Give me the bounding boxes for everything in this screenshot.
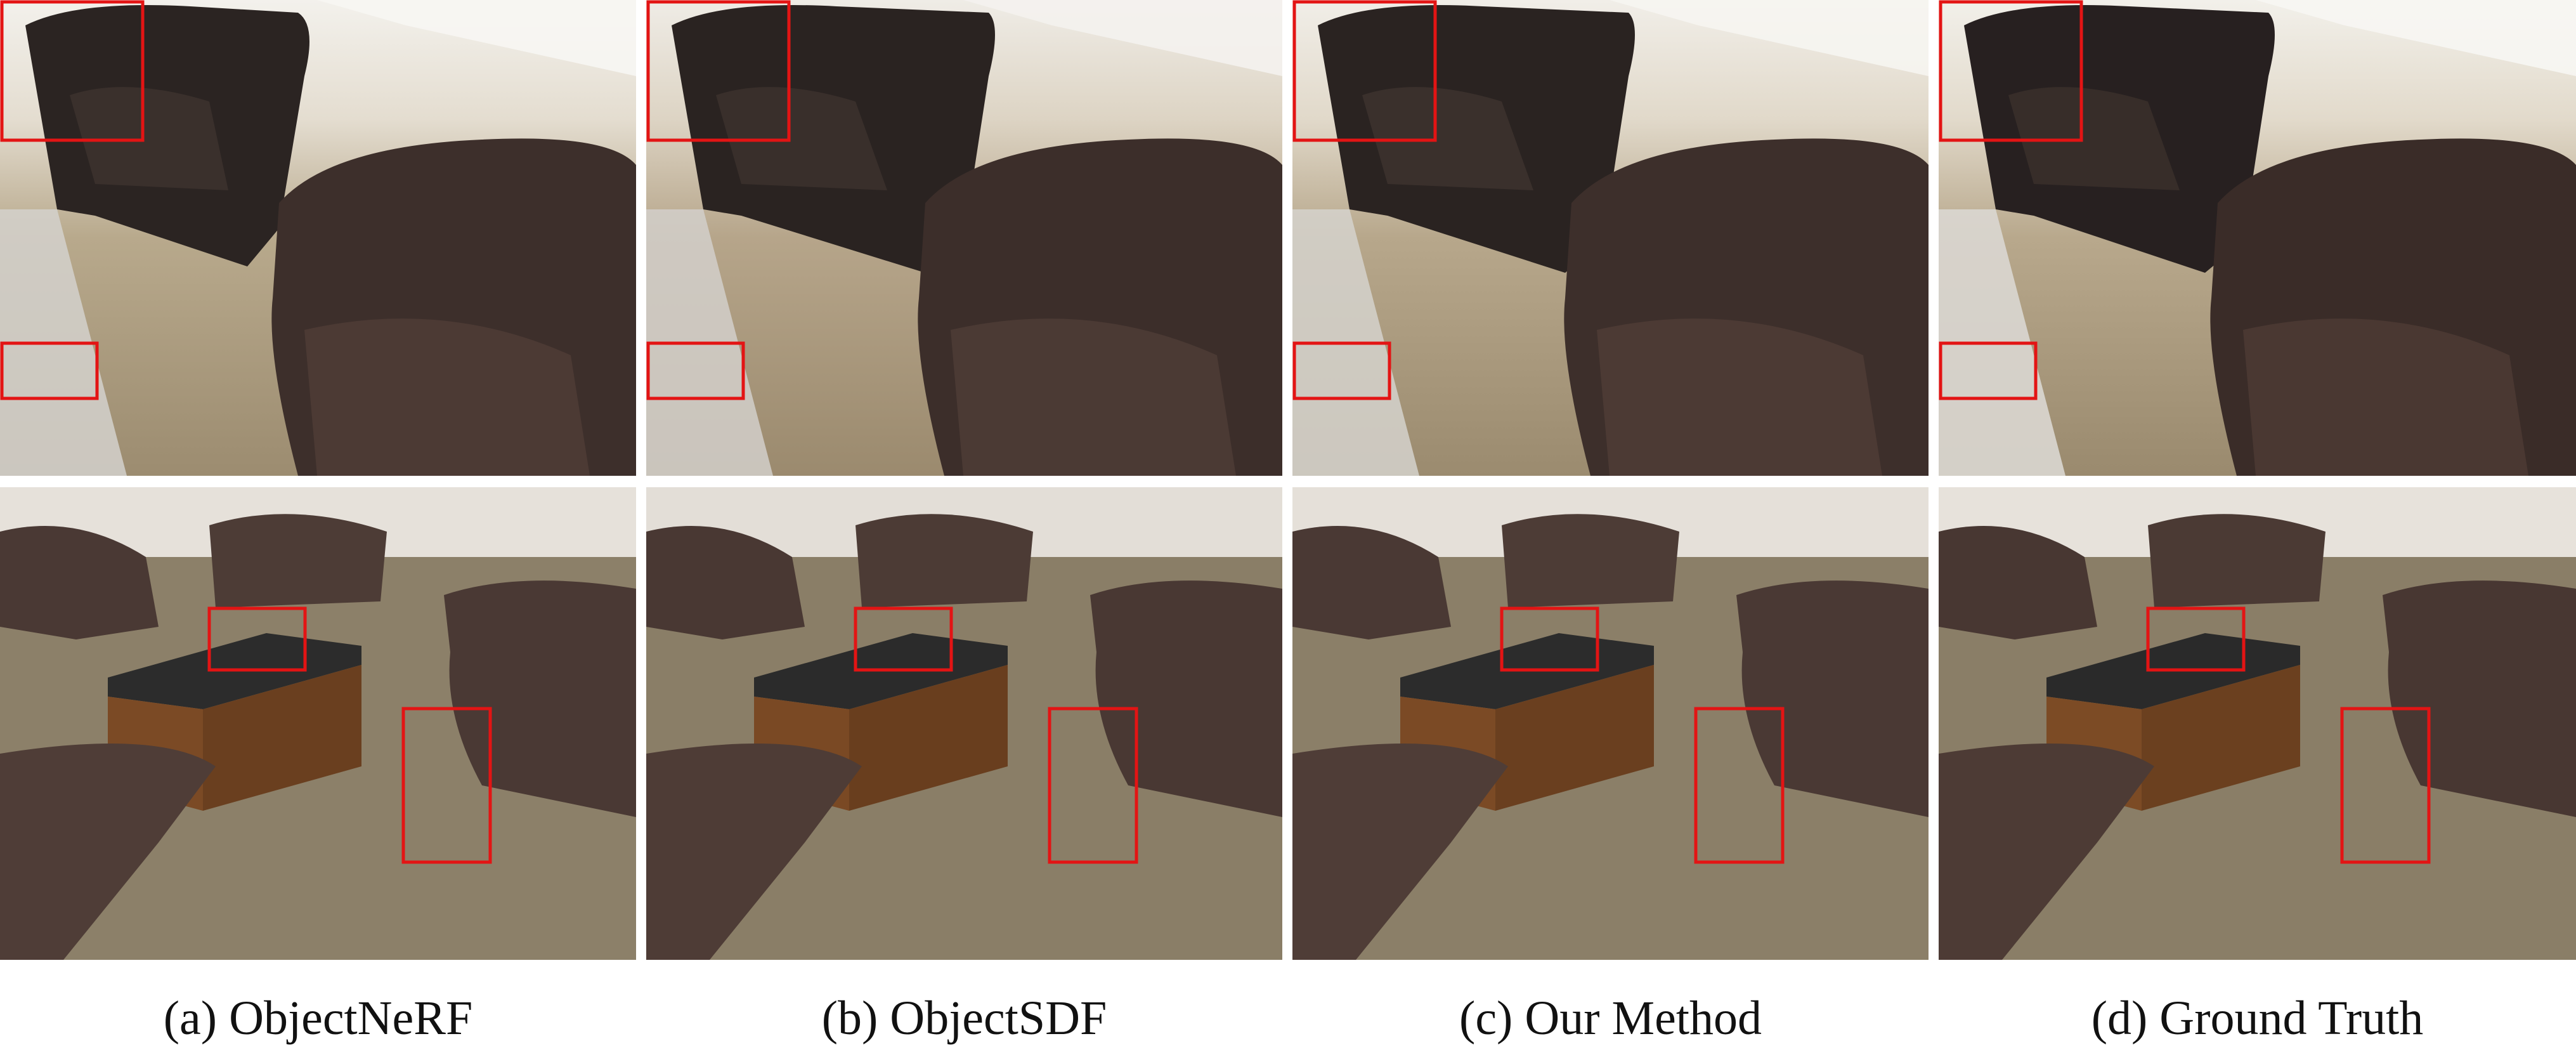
highlight-box: [0, 341, 99, 400]
highlight-box: [2340, 707, 2431, 864]
highlight-box: [1694, 707, 1785, 864]
caption-ground-truth: (d) Ground Truth: [2091, 992, 2424, 1045]
panel-row2-objectnerf: [0, 487, 636, 960]
highlight-overlay: [0, 0, 2431, 864]
highlight-box: [0, 0, 145, 142]
highlight-box: [1939, 0, 2083, 142]
panel-row1-ground-truth: [1939, 0, 2576, 476]
highlight-box: [854, 606, 953, 672]
panel-row1-objectnerf: [0, 0, 636, 476]
highlight-box: [207, 606, 307, 672]
panel-row2-our-method: [1292, 487, 1929, 960]
highlight-box: [646, 0, 791, 142]
panel-row1-our-method: [1292, 0, 1929, 476]
highlight-box: [1939, 341, 2038, 400]
caption-objectnerf: (a) ObjectNeRF: [163, 992, 473, 1045]
caption-objectsdf: (b) ObjectSDF: [821, 992, 1107, 1045]
panel-row2-objectsdf: [646, 487, 1282, 960]
highlight-box: [1048, 707, 1138, 864]
panel-row2-ground-truth: [1939, 487, 2576, 960]
caption-our-method: (c) Our Method: [1459, 992, 1762, 1045]
highlight-box: [1292, 341, 1391, 400]
highlight-box: [401, 707, 492, 864]
highlight-box: [1500, 606, 1599, 672]
highlight-box: [1292, 0, 1437, 142]
highlight-box: [2146, 606, 2246, 672]
highlight-box: [646, 341, 745, 400]
panel-row1-objectsdf: [646, 0, 1282, 476]
